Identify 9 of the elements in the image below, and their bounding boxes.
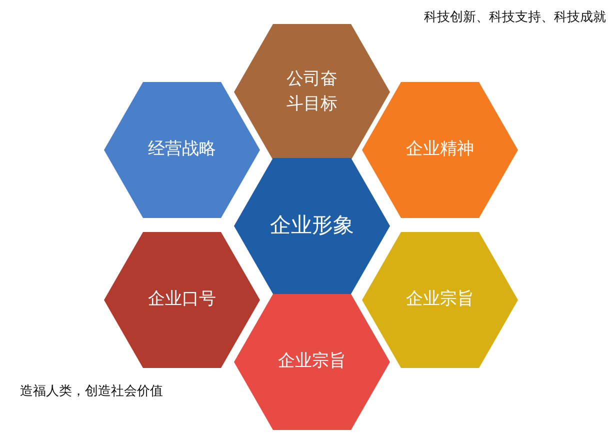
- node-label: 经营战略: [148, 138, 216, 162]
- node-label: 公司奋斗目标: [286, 68, 338, 116]
- node-label: 企业宗旨: [406, 288, 474, 312]
- node-label: 企业精神: [406, 138, 474, 162]
- node-label: 企业口号: [148, 288, 216, 312]
- note-text: 科技创新、科技支持、科技成就: [424, 9, 606, 26]
- node-label: 企业形象: [270, 212, 354, 240]
- note-text: 造福人类，创造社会价值: [20, 383, 163, 400]
- node-label: 企业宗旨: [278, 350, 346, 374]
